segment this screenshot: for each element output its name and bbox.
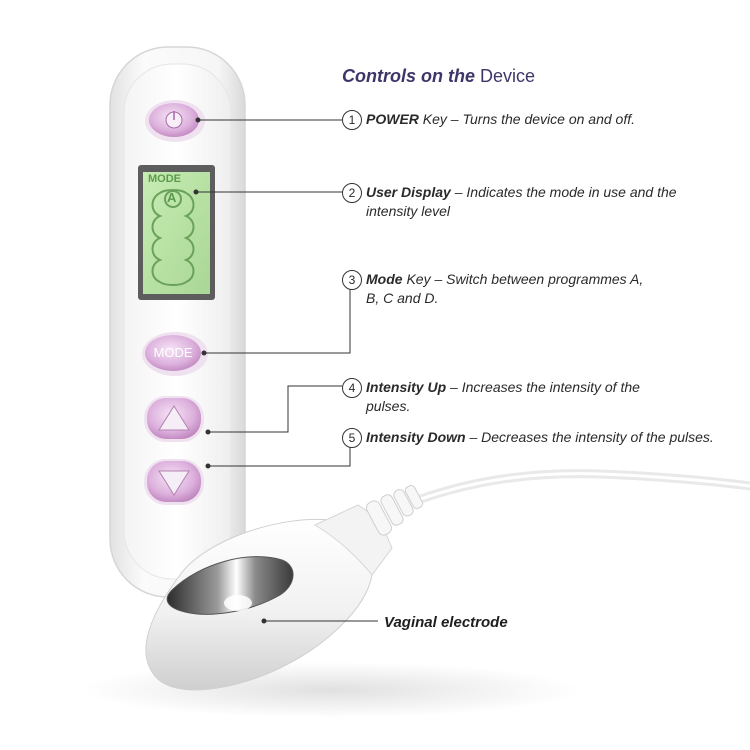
callout-number: 3 (342, 270, 362, 290)
callout-key: Intensity Down (366, 429, 466, 445)
handset (109, 46, 246, 598)
callout-number: 1 (342, 110, 362, 130)
callout-text: Intensity Down – Decreases the intensity… (366, 428, 746, 447)
callout-description: Turns the device on and off. (462, 111, 635, 127)
intensity-down-button (144, 459, 204, 505)
callout-text: Mode Key – Switch between programmes A, … (366, 270, 656, 308)
callout-key: User Display (366, 184, 451, 200)
callout-separator: – (450, 184, 467, 200)
lcd-program-letter: A (167, 190, 177, 205)
callout-description: Decreases the intensity of the pulses. (481, 429, 714, 445)
callout-separator: – (446, 379, 462, 395)
mode-button (142, 332, 208, 376)
callout-separator: – (465, 429, 482, 445)
callout-text: Intensity Up – Increases the intensity o… (366, 378, 646, 416)
lcd-display (138, 165, 215, 300)
callout-text: POWER Key – Turns the device on and off. (366, 110, 635, 129)
callout-text: User Display – Indicates the mode in use… (366, 183, 706, 221)
title-part-1: Controls on the (342, 66, 475, 86)
callout-description: Switch between programmes A, B, C and D. (366, 271, 644, 306)
power-button (145, 100, 205, 142)
callout-key: POWER (366, 111, 419, 127)
callout-number: 2 (342, 183, 362, 203)
vaginal-electrode (145, 484, 424, 691)
page-title: Controls on the Device (342, 66, 535, 87)
intensity-up-button (144, 396, 204, 442)
mode-button-label[interactable]: MODE (153, 345, 193, 360)
callout-description: Increases the intensity of the pulses. (366, 379, 640, 414)
leader-lines (196, 119, 378, 622)
lcd-mode-label: MODE (148, 173, 181, 185)
leader-dots (193, 117, 267, 624)
callout-key-suffix: Key (418, 111, 447, 127)
callout-key: Mode (366, 271, 403, 287)
title-part-2: Device (480, 66, 536, 86)
electrode-label: Vaginal electrode (384, 614, 508, 631)
callout-separator: – (430, 271, 447, 287)
callout-description: Indicates the mode in use and the intens… (366, 184, 677, 219)
callout-key: Intensity Up (366, 379, 447, 395)
callout-number: 5 (342, 428, 362, 448)
callout-number: 4 (342, 378, 362, 398)
callout-key-suffix: Key (402, 271, 431, 287)
intensity-segments (151, 189, 195, 286)
callout-separator: – (446, 111, 463, 127)
